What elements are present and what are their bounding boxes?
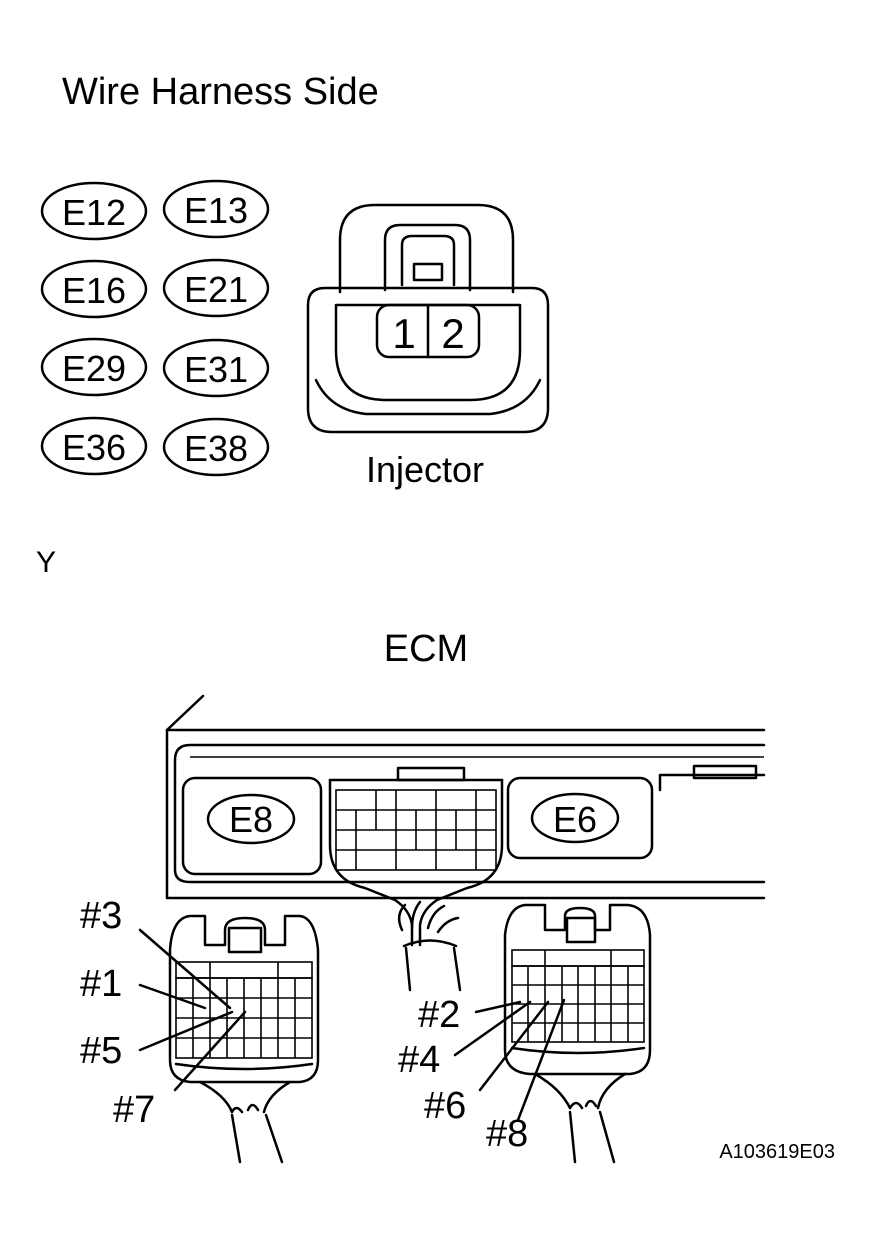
pin-callout-7: #7 (113, 1089, 155, 1131)
svg-text:E12: E12 (62, 192, 126, 233)
injector-pin-2: 2 (441, 310, 464, 357)
left-harness-connector (168, 914, 320, 1164)
connector-code-e29: E29 (40, 337, 148, 397)
ecm-connector-e8: E8 (206, 793, 296, 845)
ecm-connector-e6: E6 (530, 792, 620, 844)
injector-connector: 1 2 (306, 203, 550, 434)
svg-text:E6: E6 (553, 799, 597, 840)
svg-text:E21: E21 (184, 269, 248, 310)
connector-code-e36: E36 (40, 416, 148, 476)
ecm-label: ECM (384, 628, 468, 670)
connector-code-e16: E16 (40, 259, 148, 319)
pin-callout-8: #8 (486, 1113, 528, 1155)
ecm-middle-connector (328, 766, 504, 992)
injector-label: Injector (366, 449, 484, 490)
ecm-body (165, 694, 766, 900)
right-harness-connector (503, 903, 652, 1164)
figure-id: A103619E03 (719, 1141, 835, 1163)
pin-callout-3: #3 (80, 895, 122, 937)
svg-text:E8: E8 (229, 799, 273, 840)
connector-code-list: E12 E13 E16 E21 E29 E31 E36 E38 (40, 179, 270, 477)
left-pin-callouts: #3 #1 #5 #7 (80, 895, 247, 1131)
connector-code-e31: E31 (162, 338, 270, 398)
svg-text:E29: E29 (62, 348, 126, 389)
pin-callout-4: #4 (398, 1039, 440, 1081)
pin-callout-5: #5 (80, 1030, 122, 1072)
svg-text:E16: E16 (62, 270, 126, 311)
svg-text:E31: E31 (184, 349, 248, 390)
side-marker: Y (36, 546, 56, 579)
injector-pin-1: 1 (392, 310, 415, 357)
pin-callout-6: #6 (424, 1085, 466, 1127)
svg-text:E38: E38 (184, 428, 248, 469)
connector-code-e13: E13 (162, 179, 270, 239)
page-title: Wire Harness Side (62, 71, 379, 113)
connector-code-e38: E38 (162, 417, 270, 477)
connector-code-e12: E12 (40, 181, 148, 241)
svg-text:E36: E36 (62, 427, 126, 468)
right-pin-callouts: #2 #4 #6 #8 (398, 994, 566, 1155)
connector-code-e21: E21 (162, 258, 270, 318)
svg-text:E13: E13 (184, 190, 248, 231)
pin-callout-2: #2 (418, 994, 460, 1036)
pin-callout-1: #1 (80, 963, 122, 1005)
